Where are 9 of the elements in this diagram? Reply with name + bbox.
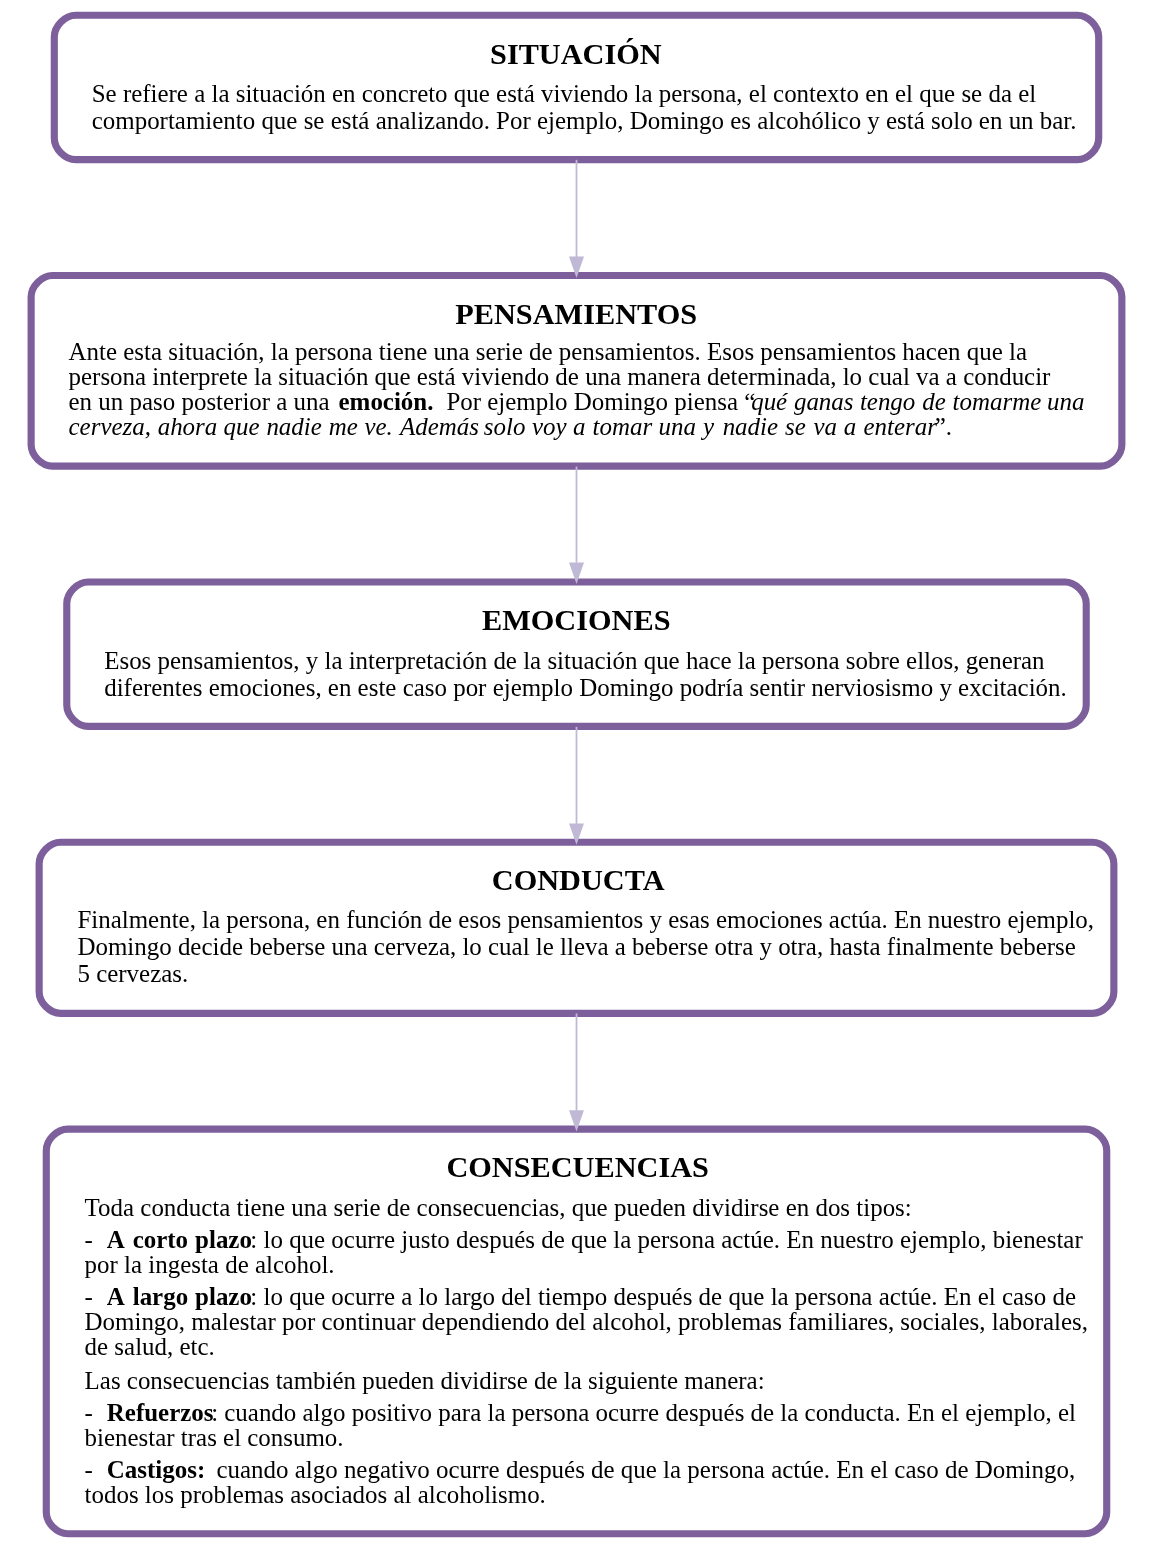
arrow — [569, 465, 584, 584]
arrow — [569, 158, 584, 278]
node-box: EMOCIONES Esos pensamientos, y la interpretación de la situación que hace la persona sobre ellos, generan diferentes emociones, en este caso por ejemplo Domingo podría sentir nerviosismo y excitación. — [63, 578, 1090, 730]
node-box: SITUACIÓN Se refiere a la situación en concreto que está viviendo la persona, el contexto en el que se da el comportamiento que se está analizando. Por ejemplo, Domingo es alcohólico y está solo en un bar. — [50, 11, 1103, 164]
arrow — [569, 1012, 584, 1132]
node-box: CONSECUENCIAS Toda conducta tiene una serie de consecuencias, que pueden dividirse en dos tipos: - A corto plazo: lo que ocurre justo después de que la persona actúe. En nuestro ejemplo, bienestar por la ingesta de alcohol. - A largo plazo: lo que ocurre a lo largo del tiempo después de que la persona actúe. En el caso de Domingo, malestar por continuar dependiendo del alcohol, problemas familiares, sociales, laborales, de salud, etc. Las consecuencias también pueden dividirse de la siguiente manera: - Refuerzos: cuando algo positivo para la persona ocurre después de la conducta. En el ejemplo, el bienestar tras el consumo. - Castigos: cuando algo negativo ocurre después de que la persona actúe. En el caso de Domingo, todos los problemas asociados al alcoholismo. — [42, 1125, 1111, 1538]
node-box: CONDUCTA Finalmente, la persona, en función de esos pensamientos y esas emociones actúa. En nuestro ejemplo, Domingo decide beberse una cerveza, lo cual le lleva a beberse otra y otra, hasta finalmente beberse 5 cervezas. — [35, 838, 1118, 1017]
arrow — [569, 726, 584, 845]
node-box: PENSAMIENTOS Ante esta situación, la persona tiene una serie de pensamientos. Esos pensamientos hacen que la persona interprete la situación que está viviendo de una manera determinada, lo cual va a conducir en un paso posterior a una emoción. Por ejemplo Domingo piensa “qué ganas tengo de tomarme una cerveza, ahora que nadie me ve. Además solo voy a tomar una y nadie se va a enterar”. — [27, 271, 1126, 470]
